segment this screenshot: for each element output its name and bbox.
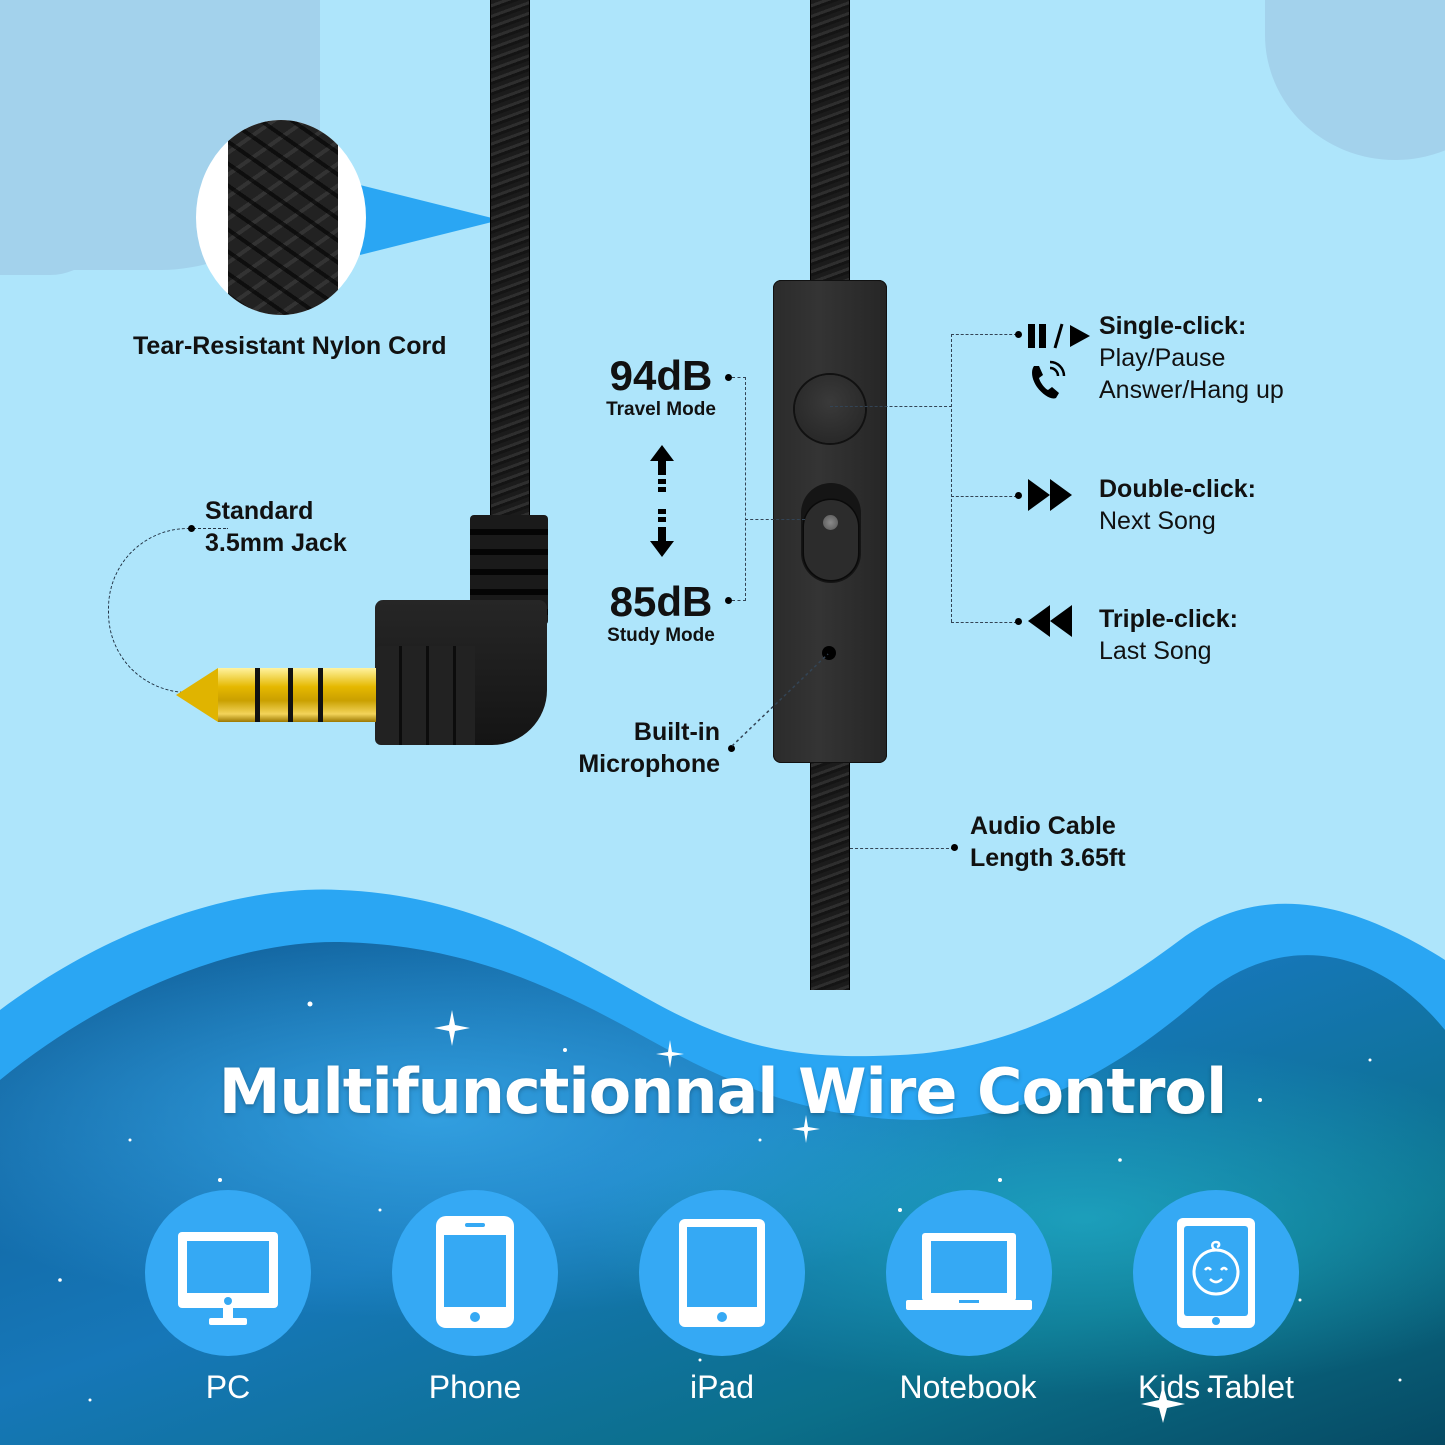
laptop-icon bbox=[906, 1233, 1032, 1310]
device-ipad bbox=[639, 1190, 805, 1356]
up-down-arrow-icon bbox=[650, 445, 674, 557]
device-label-pc: PC bbox=[205, 1369, 251, 1405]
cable-length-line2: Length 3.65ft bbox=[970, 844, 1126, 872]
cable-length-line1: Audio Cable bbox=[970, 812, 1116, 840]
double-click-line1: Next Song bbox=[1099, 507, 1216, 535]
triple-click-title: Triple-click: bbox=[1099, 605, 1238, 633]
double-click-info: Double-click: Next Song bbox=[1099, 473, 1256, 537]
callout-dot bbox=[951, 844, 958, 851]
callout-line bbox=[830, 406, 952, 407]
callout-dot bbox=[728, 745, 735, 752]
callout-dot bbox=[725, 374, 732, 381]
triple-click-line1: Last Song bbox=[1099, 637, 1212, 665]
callout-dot bbox=[1015, 618, 1022, 625]
braid-texture bbox=[228, 120, 338, 315]
callout-line bbox=[745, 519, 805, 520]
desktop-monitor-icon bbox=[178, 1232, 278, 1325]
triple-click-info: Triple-click: Last Song bbox=[1099, 603, 1238, 667]
jack-callout-dot bbox=[188, 525, 195, 532]
microphone-hole bbox=[822, 646, 836, 660]
jack-ring bbox=[255, 668, 260, 722]
callout-line bbox=[951, 334, 1017, 335]
volume-low-value: 85dB bbox=[609, 578, 713, 625]
microphone-label-line2: Microphone bbox=[578, 750, 720, 778]
volume-high-value: 94dB bbox=[609, 352, 713, 399]
callout-line bbox=[951, 496, 1017, 497]
callout-line bbox=[745, 377, 746, 601]
background-blob-top-right bbox=[1265, 0, 1445, 160]
nylon-cord-label: Tear-Resistant Nylon Cord bbox=[133, 332, 447, 360]
microphone-label: Built-in Microphone bbox=[520, 716, 720, 780]
volume-limit-switch[interactable] bbox=[804, 500, 858, 580]
device-notebook bbox=[886, 1190, 1052, 1356]
callout-line bbox=[732, 600, 746, 601]
nylon-braid-closeup bbox=[196, 120, 366, 315]
rewind-icon bbox=[1028, 605, 1072, 637]
jack-label: Standard 3.5mm Jack bbox=[205, 495, 347, 559]
cable-length-label: Audio Cable Length 3.65ft bbox=[970, 810, 1126, 874]
jack-collar bbox=[375, 646, 475, 745]
space-wave-background bbox=[0, 889, 1445, 1445]
single-click-info: Single-click: Play/Pause Answer/Hang up bbox=[1099, 310, 1284, 406]
volume-low-label: Study Mode bbox=[607, 625, 715, 646]
device-label-notebook: Notebook bbox=[899, 1369, 1037, 1405]
jack-ring bbox=[318, 668, 323, 722]
single-click-line2: Answer/Hang up bbox=[1099, 376, 1284, 404]
device-label-kids-tablet: Kids Tablet bbox=[1138, 1369, 1294, 1405]
phone-call-icon bbox=[1032, 360, 1066, 399]
device-pc bbox=[145, 1190, 311, 1356]
callout-dot bbox=[1015, 492, 1022, 499]
cable-right-bottom bbox=[810, 760, 850, 990]
volume-switch-indicator bbox=[823, 515, 838, 530]
kids-tablet-icon bbox=[1177, 1218, 1255, 1328]
jack-gold-plug bbox=[218, 668, 376, 722]
microphone-label-line1: Built-in bbox=[633, 718, 720, 746]
callout-line bbox=[951, 334, 952, 622]
jack-ring bbox=[288, 668, 293, 722]
double-click-title: Double-click: bbox=[1099, 475, 1256, 503]
jack-tip bbox=[176, 668, 218, 722]
device-kids-tablet bbox=[1133, 1190, 1299, 1356]
callout-dot bbox=[725, 597, 732, 604]
single-click-title: Single-click: bbox=[1099, 312, 1247, 340]
callout-line bbox=[731, 653, 829, 747]
cable-left bbox=[490, 0, 530, 520]
tablet-icon bbox=[679, 1219, 765, 1327]
cable-right-top bbox=[810, 0, 850, 285]
jack-label-line2: 3.5mm Jack bbox=[205, 529, 347, 557]
remote-multifunction-button[interactable] bbox=[795, 375, 865, 443]
headline: Multifunctionnal Wire Control bbox=[218, 1055, 1228, 1128]
callout-line bbox=[850, 848, 954, 849]
pause-play-icon bbox=[1028, 323, 1090, 349]
zoom-pointer bbox=[360, 185, 500, 255]
device-label-phone: Phone bbox=[428, 1369, 522, 1405]
device-phone bbox=[392, 1190, 558, 1356]
callout-line bbox=[732, 377, 746, 378]
smartphone-icon bbox=[436, 1216, 514, 1328]
jack-label-line1: Standard bbox=[205, 497, 314, 525]
single-click-line1: Play/Pause bbox=[1099, 344, 1226, 372]
volume-high-label: Travel Mode bbox=[606, 399, 716, 420]
fast-forward-icon bbox=[1028, 479, 1072, 511]
callout-line bbox=[951, 622, 1017, 623]
callout-dot bbox=[1015, 331, 1022, 338]
device-label-ipad: iPad bbox=[689, 1369, 755, 1405]
